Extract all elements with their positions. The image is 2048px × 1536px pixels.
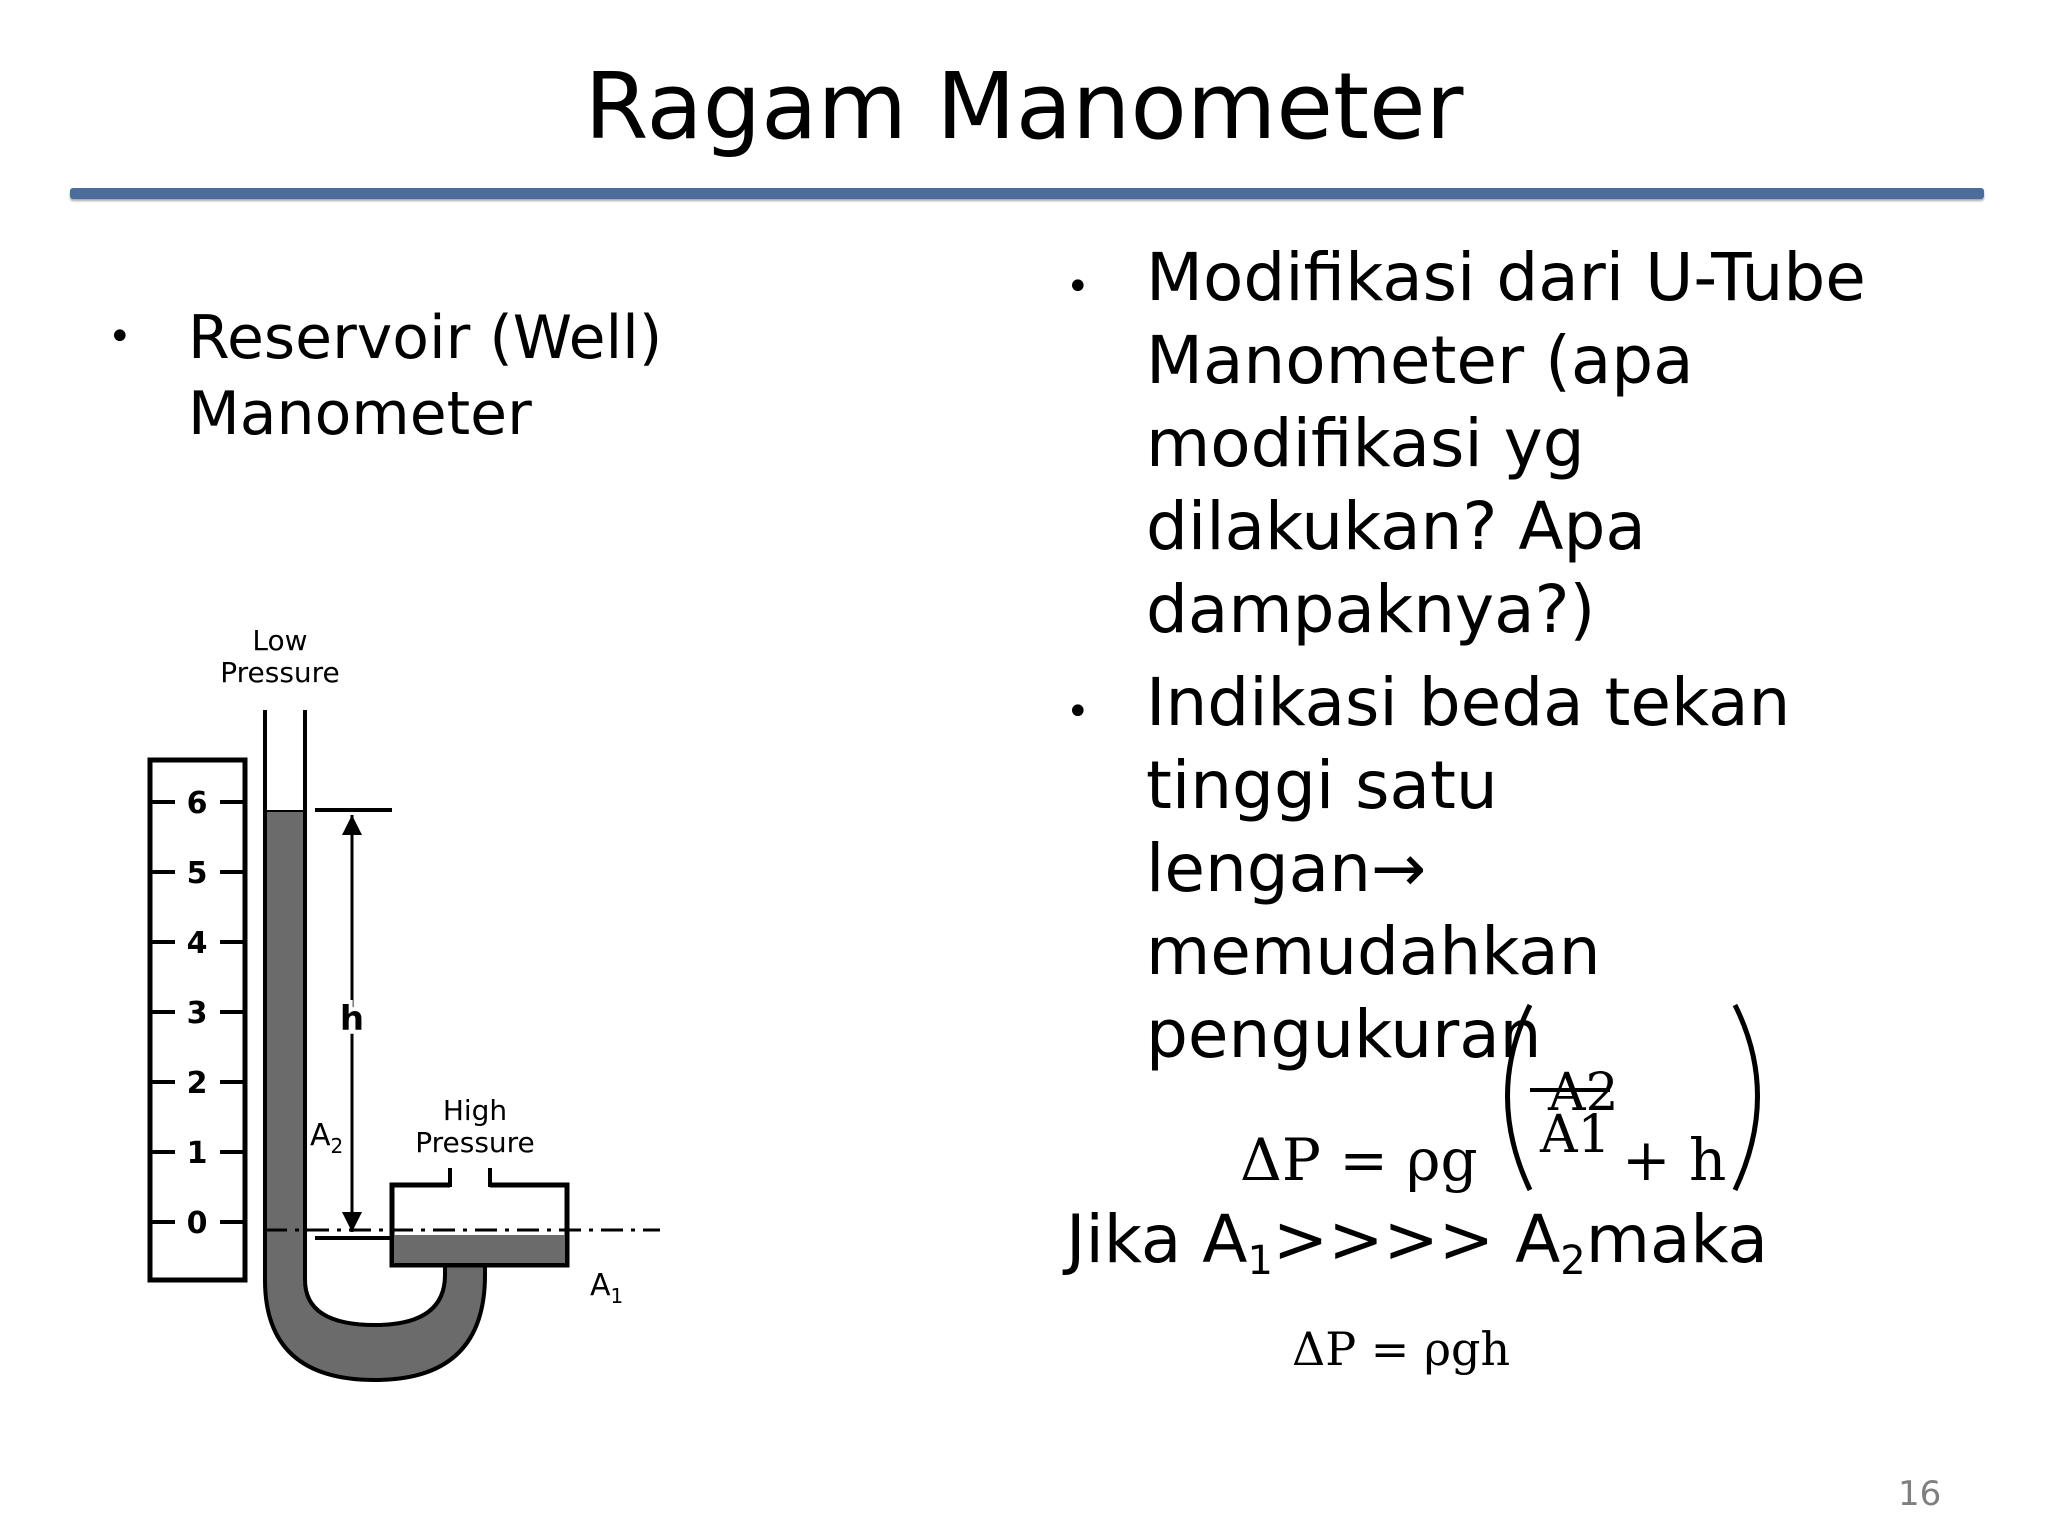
formula1-numerator: A2	[1547, 1063, 1619, 1123]
left-paren	[1505, 1003, 1533, 1192]
right-bullet-1-line-1: Modifikasi dari U-Tube	[1146, 239, 1866, 316]
scale-ticks	[150, 800, 245, 1224]
scale-label-2: 2	[187, 1066, 208, 1101]
right-bullet-list: • Modifikasi dari U-Tube Manometer (apa …	[1066, 236, 1866, 1076]
formula1-denominator: A1	[1539, 1105, 1611, 1165]
h-arrow-top	[342, 815, 362, 835]
page-number: 16	[1898, 1474, 1942, 1514]
scale-label-3: 3	[187, 996, 208, 1031]
slide-title: Ragam Manometer	[584, 53, 1464, 160]
right-bullet-2-line-5: pengukuran	[1146, 996, 1542, 1073]
right-bullet-1-line-3: modifikasi yg	[1146, 405, 1585, 482]
formula1-plus-h: + h	[1622, 1126, 1726, 1194]
left-bullet-line-1: Reservoir (Well)	[188, 303, 663, 373]
formula1-lhs: ΔP = ρg	[1240, 1126, 1478, 1194]
jika-mid: >>>> A	[1272, 1201, 1561, 1278]
low-pressure-label-2: Pressure	[220, 656, 340, 689]
jika-suffix: maka	[1585, 1201, 1768, 1278]
right-bullet-1: • Modifikasi dari U-Tube Manometer (apa …	[1066, 236, 1866, 651]
right-bullet-1-line-2: Manometer (apa	[1146, 322, 1694, 399]
a2-label: A2	[310, 1118, 343, 1158]
high-pressure-label-1: High	[443, 1094, 507, 1127]
high-pressure-label-2: Pressure	[415, 1126, 535, 1159]
jika-sub-2: 2	[1560, 1238, 1586, 1284]
h-arrow-bottom	[342, 1212, 362, 1232]
bullet-dot: •	[1066, 689, 1090, 735]
a1-label: A1	[590, 1268, 623, 1308]
reservoir-inlet	[450, 1168, 490, 1188]
right-bullet-2-line-2: tinggi satu	[1146, 747, 1498, 824]
right-bullet-1-line-4: dilakukan? Apa	[1146, 488, 1646, 565]
simplified-formula: ΔP = ρgh	[1292, 1322, 1511, 1376]
title-divider	[70, 188, 1984, 199]
bullet-dot: •	[108, 314, 132, 360]
right-bullet-2-line-4: memudahkan	[1146, 913, 1601, 990]
condition-line: Jika A1>>>> A2maka	[1066, 1200, 1768, 1301]
scale-label-0: 0	[187, 1206, 208, 1241]
bullet-dot: •	[1066, 264, 1090, 310]
scale	[147, 757, 248, 1283]
left-bullet-line-2: Manometer	[188, 379, 532, 449]
jika-prefix: Jika A	[1066, 1201, 1248, 1278]
right-paren	[1732, 1003, 1760, 1192]
left-bullet-text: Reservoir (Well) Manometer	[188, 300, 662, 452]
tube-empty-top	[265, 710, 305, 810]
u-tube-fluid	[263, 808, 487, 1383]
scale-label-5: 5	[187, 856, 208, 891]
scale-label-4: 4	[187, 926, 208, 961]
right-bullet-1-line-5: dampaknya?)	[1146, 571, 1596, 648]
jika-sub-1: 1	[1247, 1238, 1273, 1284]
well-manometer-diagram: Low Pressure 6 5 4 3 2 1 0 High	[147, 624, 660, 1383]
low-pressure-label-1: Low	[252, 624, 307, 657]
right-bullet-2-line-1: Indikasi beda tekan	[1146, 664, 1791, 741]
h-label: h	[340, 999, 364, 1039]
pressure-formula: ΔP = ρg A2 A1 + h	[1240, 1003, 1760, 1194]
right-bullet-2: • Indikasi beda tekan tinggi satu lengan…	[1066, 661, 1866, 1076]
right-bullet-2-line-3: lengan→	[1146, 830, 1427, 907]
reservoir-fluid	[394, 1235, 565, 1263]
scale-label-1: 1	[187, 1136, 208, 1171]
scale-label-6: 6	[187, 786, 208, 821]
